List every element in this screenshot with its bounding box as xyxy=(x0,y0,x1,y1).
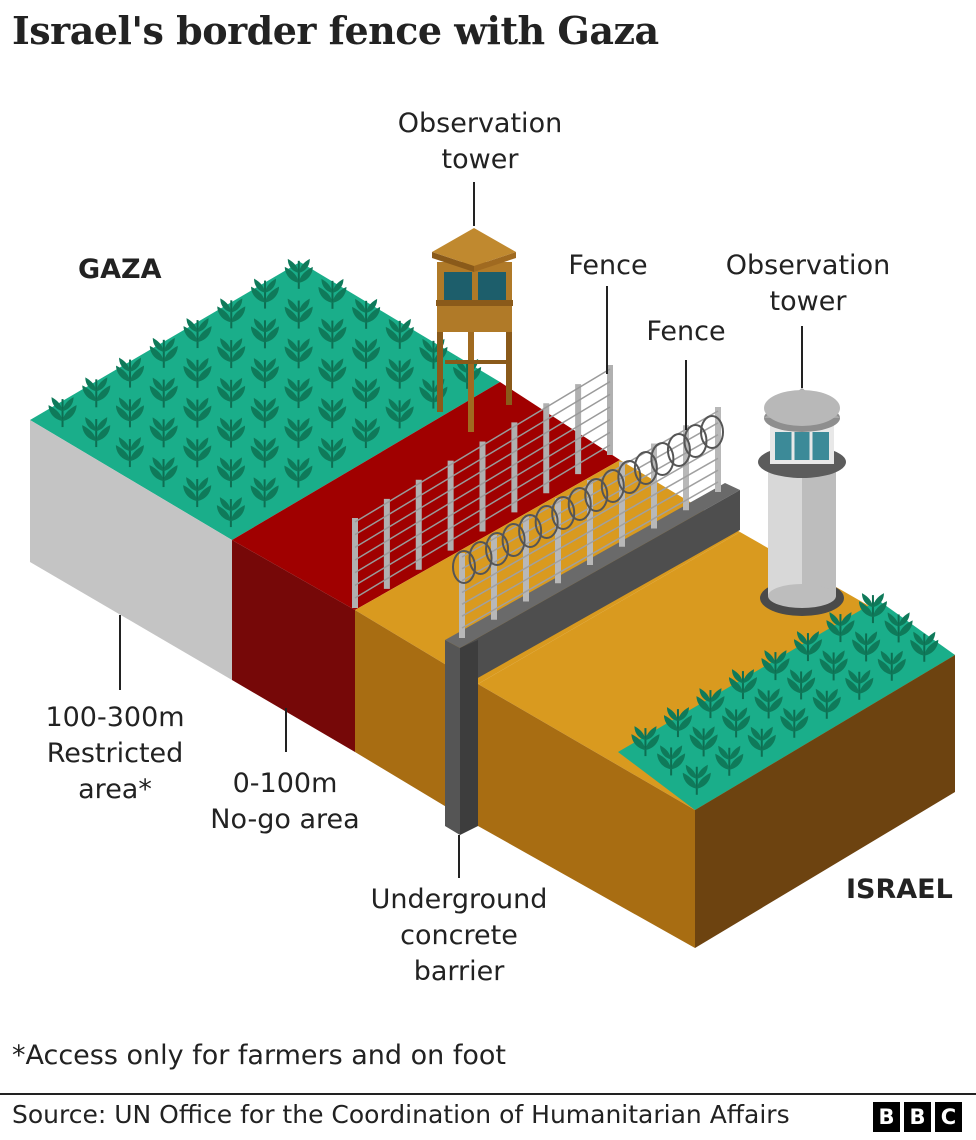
fence-post xyxy=(715,407,721,492)
fence-wire xyxy=(354,381,611,536)
fence-wire xyxy=(461,469,719,617)
label-fence-1: Fence xyxy=(568,250,648,281)
tower-gaza xyxy=(432,228,516,432)
fence-post xyxy=(479,441,486,532)
divider xyxy=(0,1093,976,1095)
label-tower-gaza: Observation tower xyxy=(392,106,568,178)
fence-post xyxy=(491,534,497,620)
fence-post xyxy=(619,461,625,547)
concrete-wall xyxy=(445,483,740,835)
fence-post xyxy=(447,460,454,551)
label-line: concrete xyxy=(400,920,518,951)
razor-wire xyxy=(452,415,724,584)
fence-wire xyxy=(461,481,719,629)
razor-wire-coil xyxy=(567,487,592,521)
razor-wire-coil xyxy=(700,415,724,449)
label-line: Observation xyxy=(725,250,891,281)
no-go-strip xyxy=(232,382,620,752)
fence-post xyxy=(555,498,561,584)
label-line: tower xyxy=(769,286,847,317)
gaza-label: GAZA xyxy=(78,254,162,285)
razor-wire-coil xyxy=(666,433,691,467)
razor-wire-coil xyxy=(534,505,559,539)
fence-wire xyxy=(461,457,719,605)
fence-wire xyxy=(354,431,611,586)
fence-post xyxy=(607,365,613,455)
razor-wire-coil xyxy=(617,460,642,494)
fence-wire xyxy=(354,419,611,574)
razor-wire-coil xyxy=(584,478,609,512)
label-no-go: 0-100m No-go area xyxy=(200,766,370,838)
razor-wire-coil xyxy=(452,550,476,584)
fence-post xyxy=(543,403,550,494)
label-line: barrier xyxy=(413,956,505,987)
fence-post xyxy=(523,516,529,602)
fence-post xyxy=(651,443,657,529)
razor-wire-coil xyxy=(468,541,493,575)
label-line: 100-300m xyxy=(45,702,185,733)
footnote: *Access only for farmers and on foot xyxy=(12,1040,506,1071)
bbc-logo-b2: B xyxy=(904,1102,931,1132)
fence-wire xyxy=(354,393,611,548)
fence-post xyxy=(683,425,689,511)
label-line: 0-100m xyxy=(232,768,338,799)
bbc-logo-c: C xyxy=(935,1102,962,1132)
razor-wire-coil xyxy=(650,442,675,476)
israel-label: ISRAEL xyxy=(846,874,953,905)
fence-wire xyxy=(461,445,719,594)
razor-wire-coil xyxy=(551,496,576,530)
fence-wire xyxy=(354,444,611,599)
leader-lines xyxy=(119,182,803,878)
razor-wire-coil xyxy=(485,532,510,566)
fence-wire xyxy=(354,368,611,523)
fence-post xyxy=(511,422,518,513)
fence-post xyxy=(587,480,593,565)
razor-wire-coil xyxy=(600,469,625,503)
tower-israel xyxy=(758,388,846,616)
label-line: tower xyxy=(441,144,519,175)
page-title: Israel's border fence with Gaza xyxy=(12,8,659,53)
razor-wire-coil xyxy=(633,451,658,485)
label-fence-2: Fence xyxy=(646,316,726,347)
label-tower-israel: Observation tower xyxy=(720,248,896,320)
fence-post xyxy=(383,498,390,589)
label-line: Observation xyxy=(397,108,563,139)
fence-1 xyxy=(352,365,613,608)
label-line: Underground xyxy=(370,884,548,915)
source-credit: Source: UN Office for the Coordination o… xyxy=(12,1100,790,1129)
razor-wire-coil xyxy=(501,523,526,557)
label-line: No-go area xyxy=(210,804,360,835)
label-barrier: Underground concrete barrier xyxy=(360,882,558,990)
fence-post xyxy=(415,479,422,570)
label-line: Restricted xyxy=(46,738,184,769)
bbc-logo-b1: B xyxy=(873,1102,900,1132)
label-restricted: 100-300m Restricted area* xyxy=(30,700,200,808)
fence-wire xyxy=(354,406,611,561)
razor-wire-coil xyxy=(518,514,543,548)
fence-post xyxy=(459,553,465,638)
fence-post xyxy=(575,384,582,475)
fence-post xyxy=(352,518,358,608)
razor-wire-coil xyxy=(683,424,708,458)
label-line: area* xyxy=(78,774,152,805)
